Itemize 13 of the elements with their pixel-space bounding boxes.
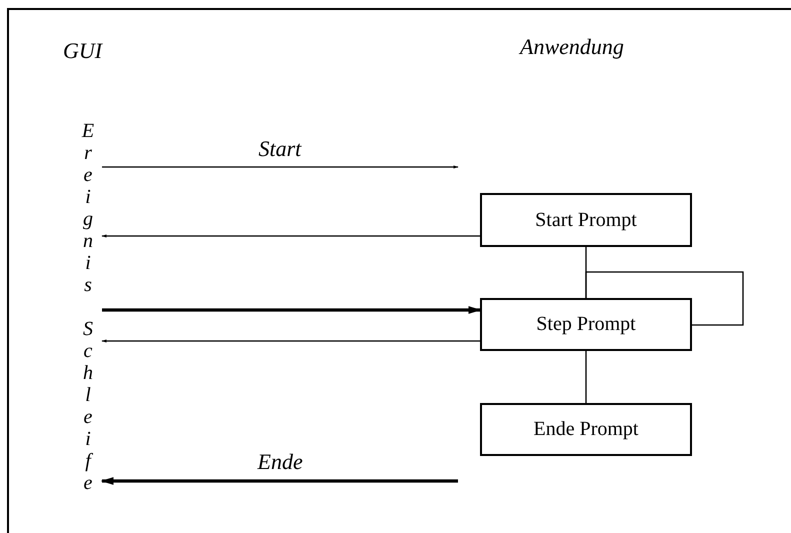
connector-line bbox=[585, 351, 587, 403]
arrow bbox=[102, 165, 459, 169]
arrow bbox=[102, 306, 482, 314]
process-box: Step Prompt bbox=[480, 298, 692, 351]
vertical-label: Ereignis Schleife bbox=[78, 120, 98, 494]
arrow bbox=[101, 339, 480, 343]
arrow bbox=[100, 477, 458, 485]
process-box: Start Prompt bbox=[480, 193, 692, 247]
connector-line bbox=[585, 271, 744, 326]
column-heading: GUI bbox=[63, 38, 102, 64]
process-box: Ende Prompt bbox=[480, 403, 692, 456]
column-heading: Anwendung bbox=[520, 34, 624, 60]
arrow bbox=[101, 234, 480, 238]
